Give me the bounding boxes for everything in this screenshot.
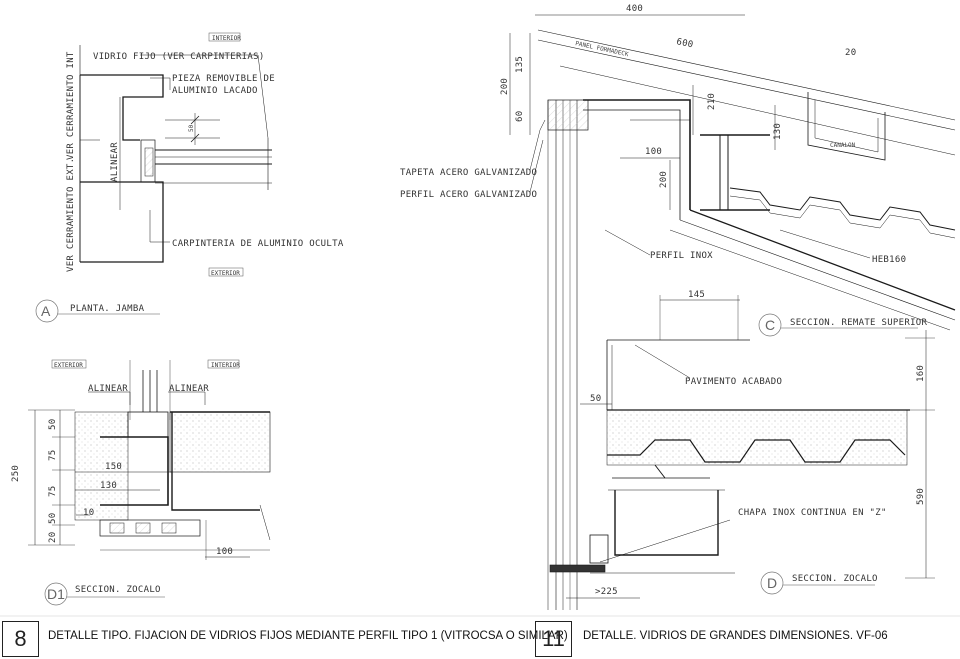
tag-exterior-d1: EXTERIOR [54, 362, 83, 369]
label-canalon: CANALON [830, 142, 856, 149]
callout-c: C SECCION. REMATE SUPERIOR [758, 313, 928, 337]
label-perfil-inox: PERFIL INOX [650, 251, 713, 261]
dim-75-a: 75 [48, 450, 58, 461]
dim-10: 10 [83, 508, 94, 518]
detail-title-11: DETALLE. VIDRIOS DE GRANDES DIMENSIONES.… [583, 630, 888, 642]
detail-a-planta-jamba [79, 45, 272, 263]
dim-20-r: 20 [845, 48, 856, 58]
detail-number-8: 8 [2, 621, 39, 657]
dim-130-r: 130 [773, 123, 783, 140]
label-alinear-v: ALINEAR [110, 142, 120, 182]
dim-145: 145 [688, 290, 705, 300]
tag-interior-d1: INTERIOR [211, 362, 240, 369]
callout-d1-letter: D1 [47, 586, 65, 602]
label-alinear-1: ALINEAR [88, 384, 128, 394]
tag-interior-a: INTERIOR [212, 35, 241, 42]
dim-600: 600 [675, 37, 694, 50]
dim-160: 160 [916, 365, 926, 382]
label-tapeta: TAPETA ACERO GALVANIZADO [400, 168, 537, 178]
callout-d-letter: D [767, 575, 777, 591]
callout-c-letter: C [765, 317, 775, 333]
label-heb: HEB160 [872, 255, 906, 265]
detail-d1-zocalo [28, 360, 271, 560]
label-panel: PANEL FORMADECK [575, 40, 630, 58]
dim-100: 100 [216, 547, 233, 557]
dim-50-b: 50 [48, 419, 58, 430]
dim-50-c: 50 [48, 513, 58, 524]
label-pavimento: PAVIMENTO ACABADO [685, 377, 782, 387]
label-pieza-1: PIEZA REMOVIBLE DE [172, 74, 275, 84]
dim-75-b: 75 [48, 486, 58, 497]
dim-150: 150 [105, 462, 122, 472]
dim-400: 400 [626, 4, 643, 14]
label-ver-ext: VER CERRAMIENTO EXT. [66, 158, 76, 272]
detail-c-remate [509, 14, 956, 610]
dim-250: 250 [11, 465, 21, 482]
dim-225: >225 [595, 587, 618, 597]
label-pieza-2: ALUMINIO LACADO [172, 86, 258, 96]
label-ver-int: VER CERRAMIENTO INT [66, 51, 76, 160]
callout-d: D SECCION. ZOCALO [760, 571, 878, 595]
detail-title-8: DETALLE TIPO. FIJACION DE VIDRIOS FIJOS … [48, 630, 568, 642]
dim-50-r: 50 [590, 394, 601, 404]
dim-135: 135 [515, 56, 525, 73]
dim-50-a: 50 [188, 124, 195, 132]
dim-60: 60 [515, 111, 525, 122]
label-chapa: CHAPA INOX CONTINUA EN "Z" [738, 508, 887, 518]
dim-200-a: 200 [500, 78, 510, 95]
dim-210: 210 [707, 93, 717, 110]
dim-200-b: 200 [659, 171, 669, 188]
callout-a: A PLANTA. JAMBA [35, 299, 160, 323]
label-alinear-2: ALINEAR [169, 384, 209, 394]
label-perfil-galv: PERFIL ACERO GALVANIZADO [400, 190, 537, 200]
label-carpinteria: CARPINTERIA DE ALUMINIO OCULTA [172, 239, 344, 249]
callout-a-title: PLANTA. JAMBA [70, 304, 145, 314]
callout-c-title: SECCION. REMATE SUPERIOR [790, 318, 928, 328]
callout-d1-title: SECCION. ZOCALO [75, 585, 161, 595]
dim-130: 130 [100, 481, 117, 491]
label-vidrio-fijo: VIDRIO FIJO (VER CARPINTERIAS) [93, 52, 265, 62]
dim-20: 20 [48, 532, 58, 543]
dim-100-r: 100 [645, 147, 662, 157]
callout-d1: D1 SECCION. ZOCALO [44, 582, 165, 606]
tag-exterior-a: EXTERIOR [211, 270, 240, 277]
callout-a-letter: A [41, 303, 51, 319]
detail-d-zocalo [549, 295, 935, 599]
dim-590: 590 [916, 488, 926, 505]
detail-number-11: 11 [535, 621, 572, 657]
callout-d-title: SECCION. ZOCALO [792, 574, 878, 584]
